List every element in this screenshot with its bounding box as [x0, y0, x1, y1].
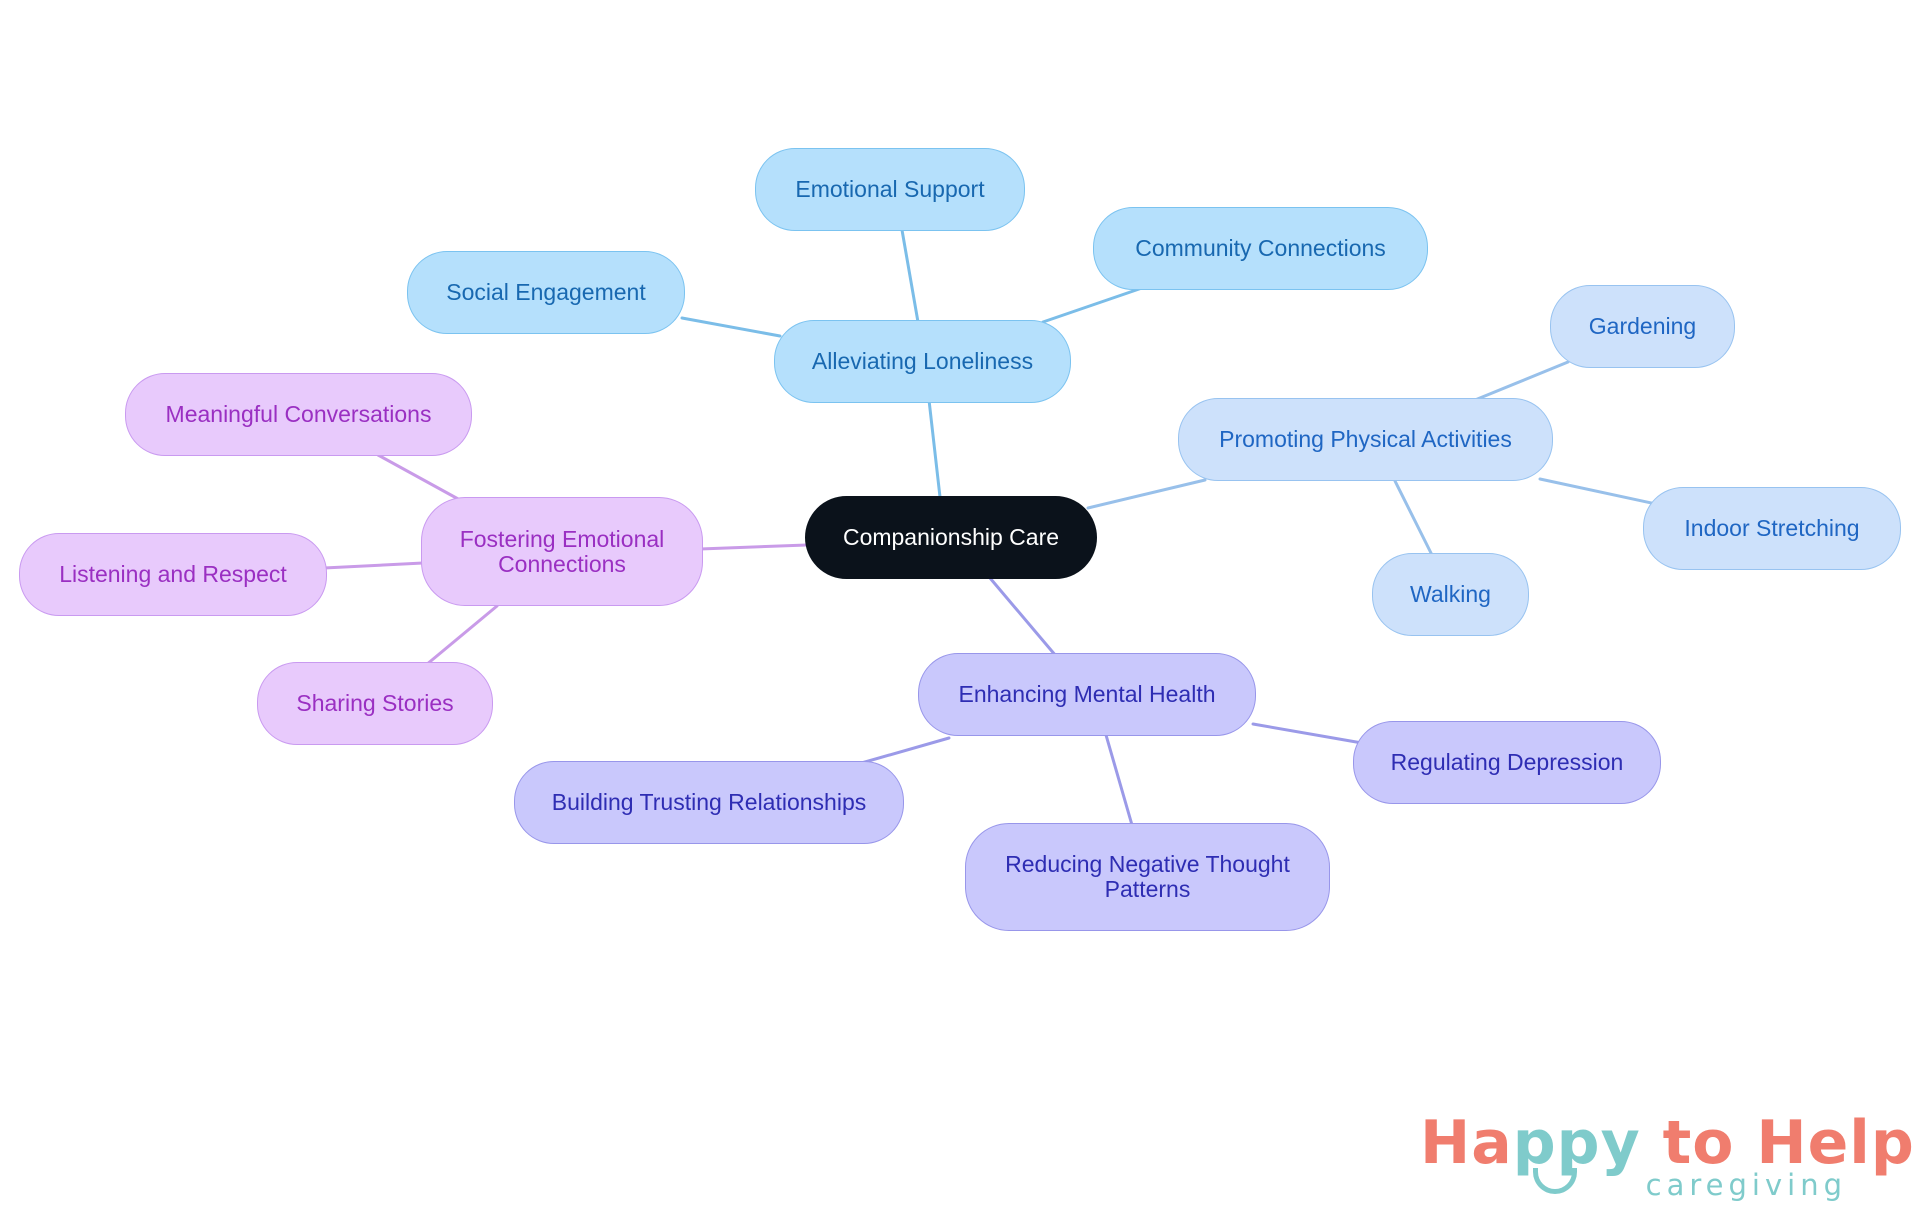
node-sharing-stories[interactable]: Sharing Stories	[257, 662, 493, 745]
edge-root-promoting-physical-activities	[1086, 478, 1207, 510]
root-node-companionship-care[interactable]: Companionship Care	[805, 496, 1097, 579]
node-meaningful-conversations[interactable]: Meaningful Conversations	[125, 373, 472, 456]
branch-fostering-emotional-connections[interactable]: Fostering Emotional Connections	[421, 497, 703, 606]
logo-text-part-2: ppy	[1512, 1108, 1641, 1178]
edge-mental-building-trusting-relationships	[856, 736, 951, 766]
node-reducing-negative-thought-patterns-label: Reducing Negative Thought Patterns	[1005, 851, 1290, 902]
branch-alleviating-loneliness[interactable]: Alleviating Loneliness	[774, 320, 1071, 403]
edge-physical-indoor-stretching	[1538, 477, 1658, 506]
node-walking[interactable]: Walking	[1372, 553, 1529, 636]
logo-text-part-3: to Help	[1640, 1108, 1915, 1178]
edge-emotional-listening-and-respect	[322, 561, 425, 570]
logo-tagline: caregiving	[1645, 1168, 1847, 1202]
node-building-trusting-relationships[interactable]: Building Trusting Relationships	[514, 761, 904, 844]
edge-physical-walking	[1393, 479, 1434, 557]
edge-root-alleviating-loneliness	[927, 398, 942, 499]
node-social-engagement[interactable]: Social Engagement	[407, 251, 685, 334]
node-community-connections[interactable]: Community Connections	[1093, 207, 1428, 290]
branch-fostering-emotional-connections-label: Fostering Emotional Connections	[459, 525, 665, 577]
edge-root-fostering-emotional-connections	[698, 543, 809, 551]
node-reducing-negative-thought-patterns[interactable]: Reducing Negative Thought Patterns	[965, 823, 1330, 931]
edge-root-enhancing-mental-health	[988, 576, 1058, 658]
logo-smile-icon	[1533, 1168, 1577, 1194]
happy-to-help-logo: Happy to Help caregiving	[1420, 1108, 1914, 1208]
edge-loneliness-community-connections	[1041, 286, 1144, 324]
edge-emotional-sharing-stories	[424, 604, 499, 667]
edge-mental-regulating-depression	[1251, 722, 1364, 745]
edge-mental-reducing-negative-thought-patterns	[1104, 733, 1134, 827]
edge-loneliness-emotional-support	[900, 228, 920, 324]
node-gardening[interactable]: Gardening	[1550, 285, 1735, 368]
logo-text-part-1: Ha	[1420, 1108, 1513, 1178]
node-emotional-support[interactable]: Emotional Support	[755, 148, 1025, 231]
edge-physical-gardening	[1473, 360, 1570, 402]
node-regulating-depression[interactable]: Regulating Depression	[1353, 721, 1661, 804]
logo-wordmark: Happy to Help	[1420, 1108, 1915, 1178]
node-indoor-stretching[interactable]: Indoor Stretching	[1643, 487, 1901, 570]
branch-enhancing-mental-health[interactable]: Enhancing Mental Health	[918, 653, 1256, 736]
edge-emotional-meaningful-conversations	[376, 453, 462, 502]
branch-promoting-physical-activities[interactable]: Promoting Physical Activities	[1178, 398, 1553, 481]
node-listening-and-respect[interactable]: Listening and Respect	[19, 533, 327, 616]
edge-loneliness-social-engagement	[680, 316, 782, 338]
